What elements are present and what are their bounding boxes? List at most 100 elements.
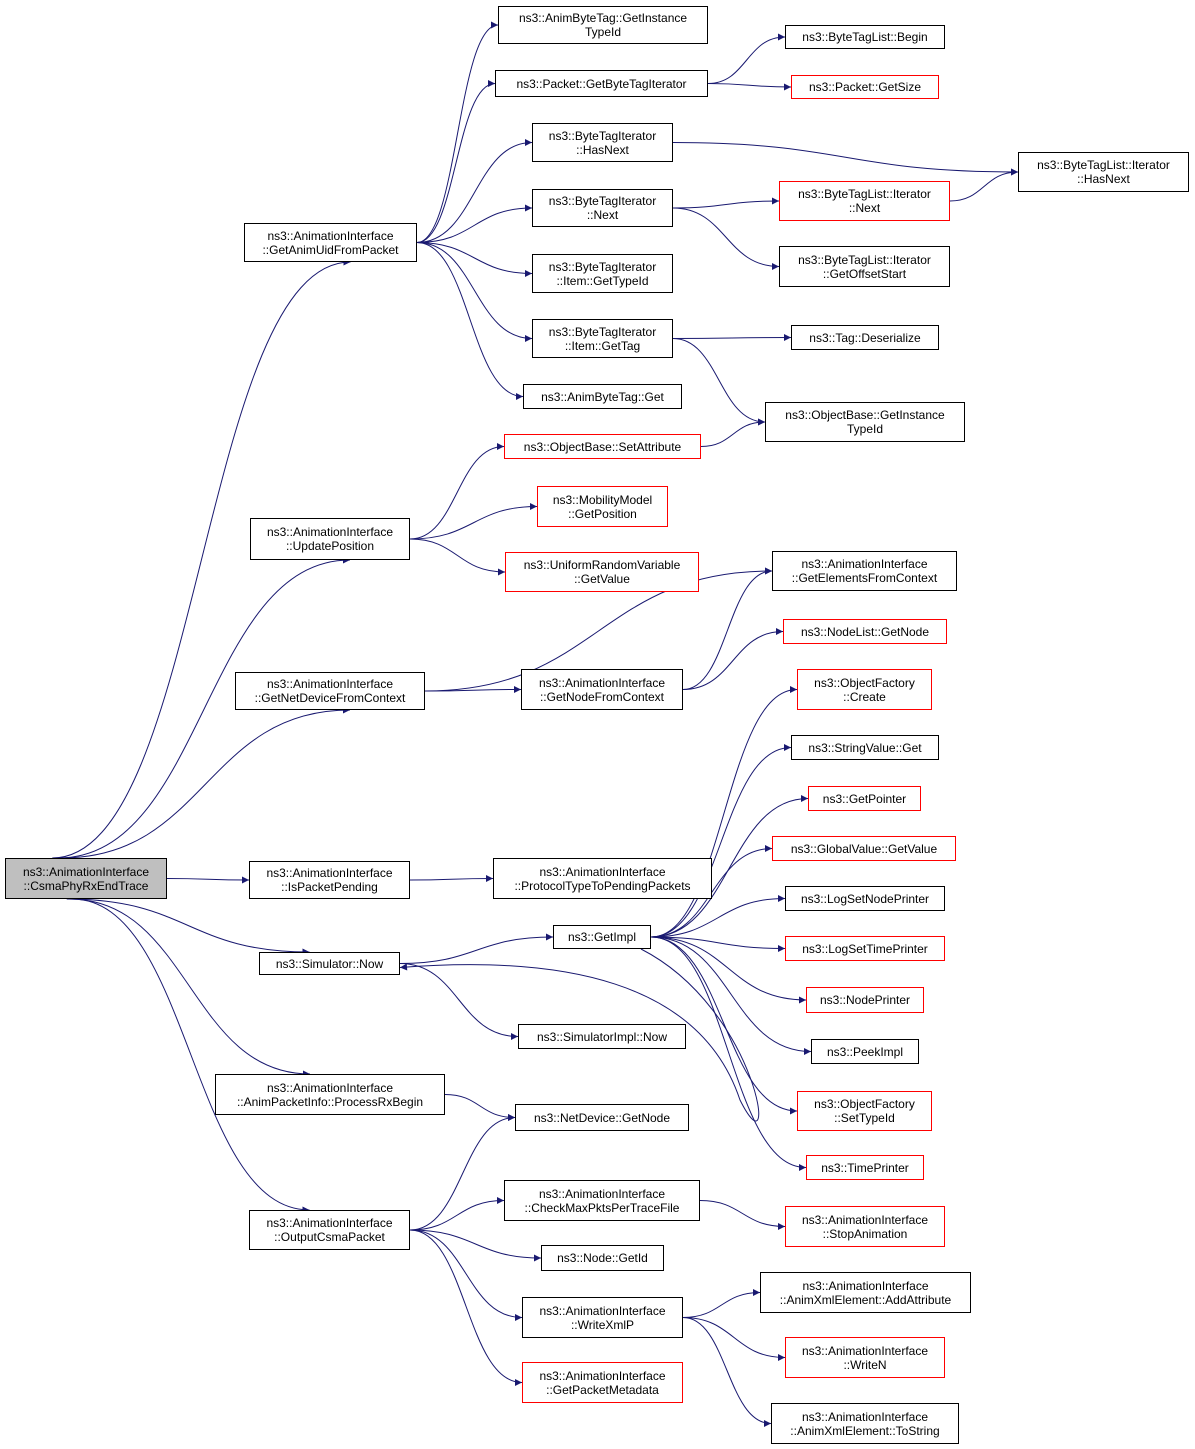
node-label-line: ns3::AnimationInterface	[801, 557, 928, 571]
node-label-line: ::GetValue	[574, 572, 630, 586]
edge-btl-iter-next-to-btl-iter-has-next	[949, 168, 1019, 202]
node-node-list-get-node[interactable]: ns3::NodeList::GetNode	[783, 619, 947, 644]
node-label-line: ns3::ObjectFactory	[814, 675, 915, 690]
edge-root-to-process-rx-begin	[69, 898, 311, 1078]
node-add-attribute[interactable]: ns3::AnimationInterface::AnimXmlElement:…	[760, 1272, 971, 1313]
edge-get-anim-uid-to-bti-next	[416, 204, 533, 243]
node-label-line: ::AnimPacketInfo::ProcessRxBegin	[236, 1094, 424, 1109]
edge-get-anim-uid-to-anim-byte-tag-get-instance	[416, 21, 499, 243]
node-label-line: ::GetElementsFromContext	[791, 571, 938, 585]
node-label-line: ns3::ByteTagList::Iterator	[798, 187, 931, 201]
node-label-line: ns3::SimulatorImpl::Now	[536, 1029, 668, 1044]
node-get-anim-uid[interactable]: ns3::AnimationInterface::GetAnimUidFromP…	[244, 223, 417, 262]
node-label-line: ns3::AnimationInterface	[801, 1212, 929, 1227]
node-check-max-pkts[interactable]: ns3::AnimationInterface::CheckMaxPktsPer…	[504, 1180, 700, 1221]
node-label-line: ::Next	[586, 208, 619, 222]
node-label-line: ns3::Tag::Deserialize	[809, 330, 921, 345]
node-get-packet-metadata[interactable]: ns3::AnimationInterface::GetPacketMetada…	[522, 1362, 683, 1403]
node-label-line: ns3::ByteTagList::Begin	[802, 30, 928, 44]
node-get-node-from-context[interactable]: ns3::AnimationInterface::GetNodeFromCont…	[521, 669, 683, 710]
edge-obj-base-set-attribute-to-obj-base-get-instance-type-id	[700, 418, 766, 447]
edge-get-net-device-to-get-elements-from-context	[424, 567, 773, 692]
node-process-rx-begin[interactable]: ns3::AnimationInterface::AnimPacketInfo:…	[215, 1074, 445, 1115]
node-label-line: ::CsmaPhyRxEndTrace	[23, 878, 149, 893]
node-byte-tag-list-begin[interactable]: ns3::ByteTagList::Begin	[785, 25, 945, 49]
node-packet-get-byte-tag-iter[interactable]: ns3::Packet::GetByteTagIterator	[495, 70, 708, 97]
node-label-line: ::GetAnimUidFromPacket	[262, 242, 399, 257]
node-label-line: TypeId	[846, 422, 884, 436]
node-label-line: ::AnimXmlElement::AddAttribute	[779, 1292, 952, 1307]
node-net-device-get-node[interactable]: ns3::NetDevice::GetNode	[515, 1104, 689, 1131]
node-peek-impl[interactable]: ns3::PeekImpl	[811, 1039, 919, 1064]
edge-get-impl-to-log-set-time-printer	[650, 936, 786, 952]
node-obj-base-set-attribute[interactable]: ns3::ObjectBase::SetAttribute	[504, 434, 701, 459]
node-stop-animation[interactable]: ns3::AnimationInterface::StopAnimation	[785, 1206, 945, 1247]
node-output-csma[interactable]: ns3::AnimationInterface::OutputCsmaPacke…	[249, 1210, 410, 1250]
node-label-line: ns3::AnimationInterface	[801, 1343, 929, 1358]
node-label-line: ns3::NetDevice::GetNode	[533, 1110, 671, 1125]
edge-root-to-is-packet-pending	[166, 876, 250, 884]
node-label-line: ::StopAnimation	[822, 1226, 908, 1241]
node-label-line: ns3::GetPointer	[822, 791, 907, 806]
node-mobility-get-position[interactable]: ns3::MobilityModel::GetPosition	[537, 486, 668, 527]
node-packet-get-size[interactable]: ns3::Packet::GetSize	[791, 75, 939, 99]
node-log-set-time-printer[interactable]: ns3::LogSetTimePrinter	[785, 936, 945, 961]
node-bti-item-get-tag[interactable]: ns3::ByteTagIterator::Item::GetTag	[532, 319, 673, 358]
node-get-pointer[interactable]: ns3::GetPointer	[808, 786, 921, 811]
edge-bti-has-next-to-btl-iter-has-next	[672, 142, 1019, 176]
node-label-line: ns3::AnimationInterface	[538, 1186, 666, 1201]
edge-bti-item-get-tag-to-obj-base-get-instance-type-id	[672, 338, 766, 426]
node-tag-deserialize[interactable]: ns3::Tag::Deserialize	[791, 325, 939, 350]
node-get-elements-from-context[interactable]: ns3::AnimationInterface::GetElementsFrom…	[772, 551, 957, 591]
node-obj-factory-set-type-id[interactable]: ns3::ObjectFactory::SetTypeId	[797, 1091, 932, 1131]
edge-write-xml-p-to-add-attribute	[682, 1289, 761, 1318]
node-get-impl[interactable]: ns3::GetImpl	[553, 925, 651, 949]
node-protocol-type-to-pending[interactable]: ns3::AnimationInterface::ProtocolTypeToP…	[493, 858, 712, 899]
node-label-line: ns3::GetImpl	[567, 930, 637, 944]
edge-root-to-update-position	[58, 556, 351, 859]
node-label-line: ns3::AnimationInterface	[266, 1216, 393, 1230]
node-label-line: ::Next	[848, 201, 881, 215]
node-label-line: ns3::Packet::GetByteTagIterator	[516, 76, 687, 91]
node-bti-item-get-type-id[interactable]: ns3::ByteTagIterator::Item::GetTypeId	[532, 254, 673, 293]
node-label-line: ns3::UniformRandomVariable	[523, 558, 681, 572]
edge-get-net-device-to-get-node-from-context	[424, 686, 522, 694]
node-label-line: ns3::TimePrinter	[821, 1160, 909, 1175]
node-time-printer[interactable]: ns3::TimePrinter	[806, 1155, 924, 1180]
node-sim-impl-now[interactable]: ns3::SimulatorImpl::Now	[518, 1024, 686, 1049]
node-update-position[interactable]: ns3::AnimationInterface::UpdatePosition	[250, 518, 410, 560]
node-label-line: ns3::AnimationInterface	[539, 1303, 666, 1318]
edge-get-impl-to-time-printer	[650, 936, 807, 1171]
node-label-line: ns3::Node::GetId	[557, 1251, 648, 1265]
node-label-line: ns3::AnimationInterface	[801, 1409, 929, 1424]
edge-get-impl-to-obj-factory-set-type-id	[650, 936, 798, 1115]
node-get-net-device[interactable]: ns3::AnimationInterface::GetNetDeviceFro…	[235, 672, 425, 710]
edge-output-csma-to-check-max-pkts	[409, 1197, 505, 1231]
node-btl-iter-next[interactable]: ns3::ByteTagList::Iterator::Next	[779, 181, 950, 221]
edge-get-impl-to-sim-now	[399, 948, 760, 1122]
node-bti-has-next[interactable]: ns3::ByteTagIterator::HasNext	[532, 123, 673, 162]
node-log-set-node-printer[interactable]: ns3::LogSetNodePrinter	[785, 886, 945, 911]
node-label-line: ns3::AnimationInterface	[266, 525, 394, 539]
node-uniform-rvget-value[interactable]: ns3::UniformRandomVariable::GetValue	[505, 552, 699, 592]
node-bti-next[interactable]: ns3::ByteTagIterator::Next	[532, 189, 673, 227]
node-is-packet-pending[interactable]: ns3::AnimationInterface::IsPacketPending	[249, 861, 410, 899]
node-btl-iter-get-offset-start[interactable]: ns3::ByteTagList::Iterator::GetOffsetSta…	[779, 246, 950, 287]
edge-update-position-to-mobility-get-position	[409, 503, 538, 540]
node-label-line: ::Item::GetTag	[564, 338, 641, 353]
node-anim-byte-tag-get[interactable]: ns3::AnimByteTag::Get	[523, 384, 682, 409]
node-label-line: ns3::AnimByteTag::Get	[541, 389, 664, 404]
node-write-xml-p[interactable]: ns3::AnimationInterface::WriteXmlP	[522, 1297, 683, 1338]
node-node-get-id[interactable]: ns3::Node::GetId	[541, 1245, 664, 1271]
node-sim-now[interactable]: ns3::Simulator::Now	[259, 952, 400, 975]
node-label-line: ns3::AnimationInterface	[538, 675, 666, 690]
node-write-n[interactable]: ns3::AnimationInterface::WriteN	[785, 1337, 945, 1378]
node-btl-iter-has-next[interactable]: ns3::ByteTagList::Iterator::HasNext	[1018, 152, 1189, 192]
node-node-printer[interactable]: ns3::NodePrinter	[806, 987, 924, 1013]
node-global-value-get-value[interactable]: ns3::GlobalValue::GetValue	[772, 836, 956, 861]
node-obj-factory-create[interactable]: ns3::ObjectFactory::Create	[797, 669, 932, 710]
node-string-value-get[interactable]: ns3::StringValue::Get	[791, 735, 939, 760]
node-to-string[interactable]: ns3::AnimationInterface::AnimXmlElement:…	[771, 1403, 959, 1444]
